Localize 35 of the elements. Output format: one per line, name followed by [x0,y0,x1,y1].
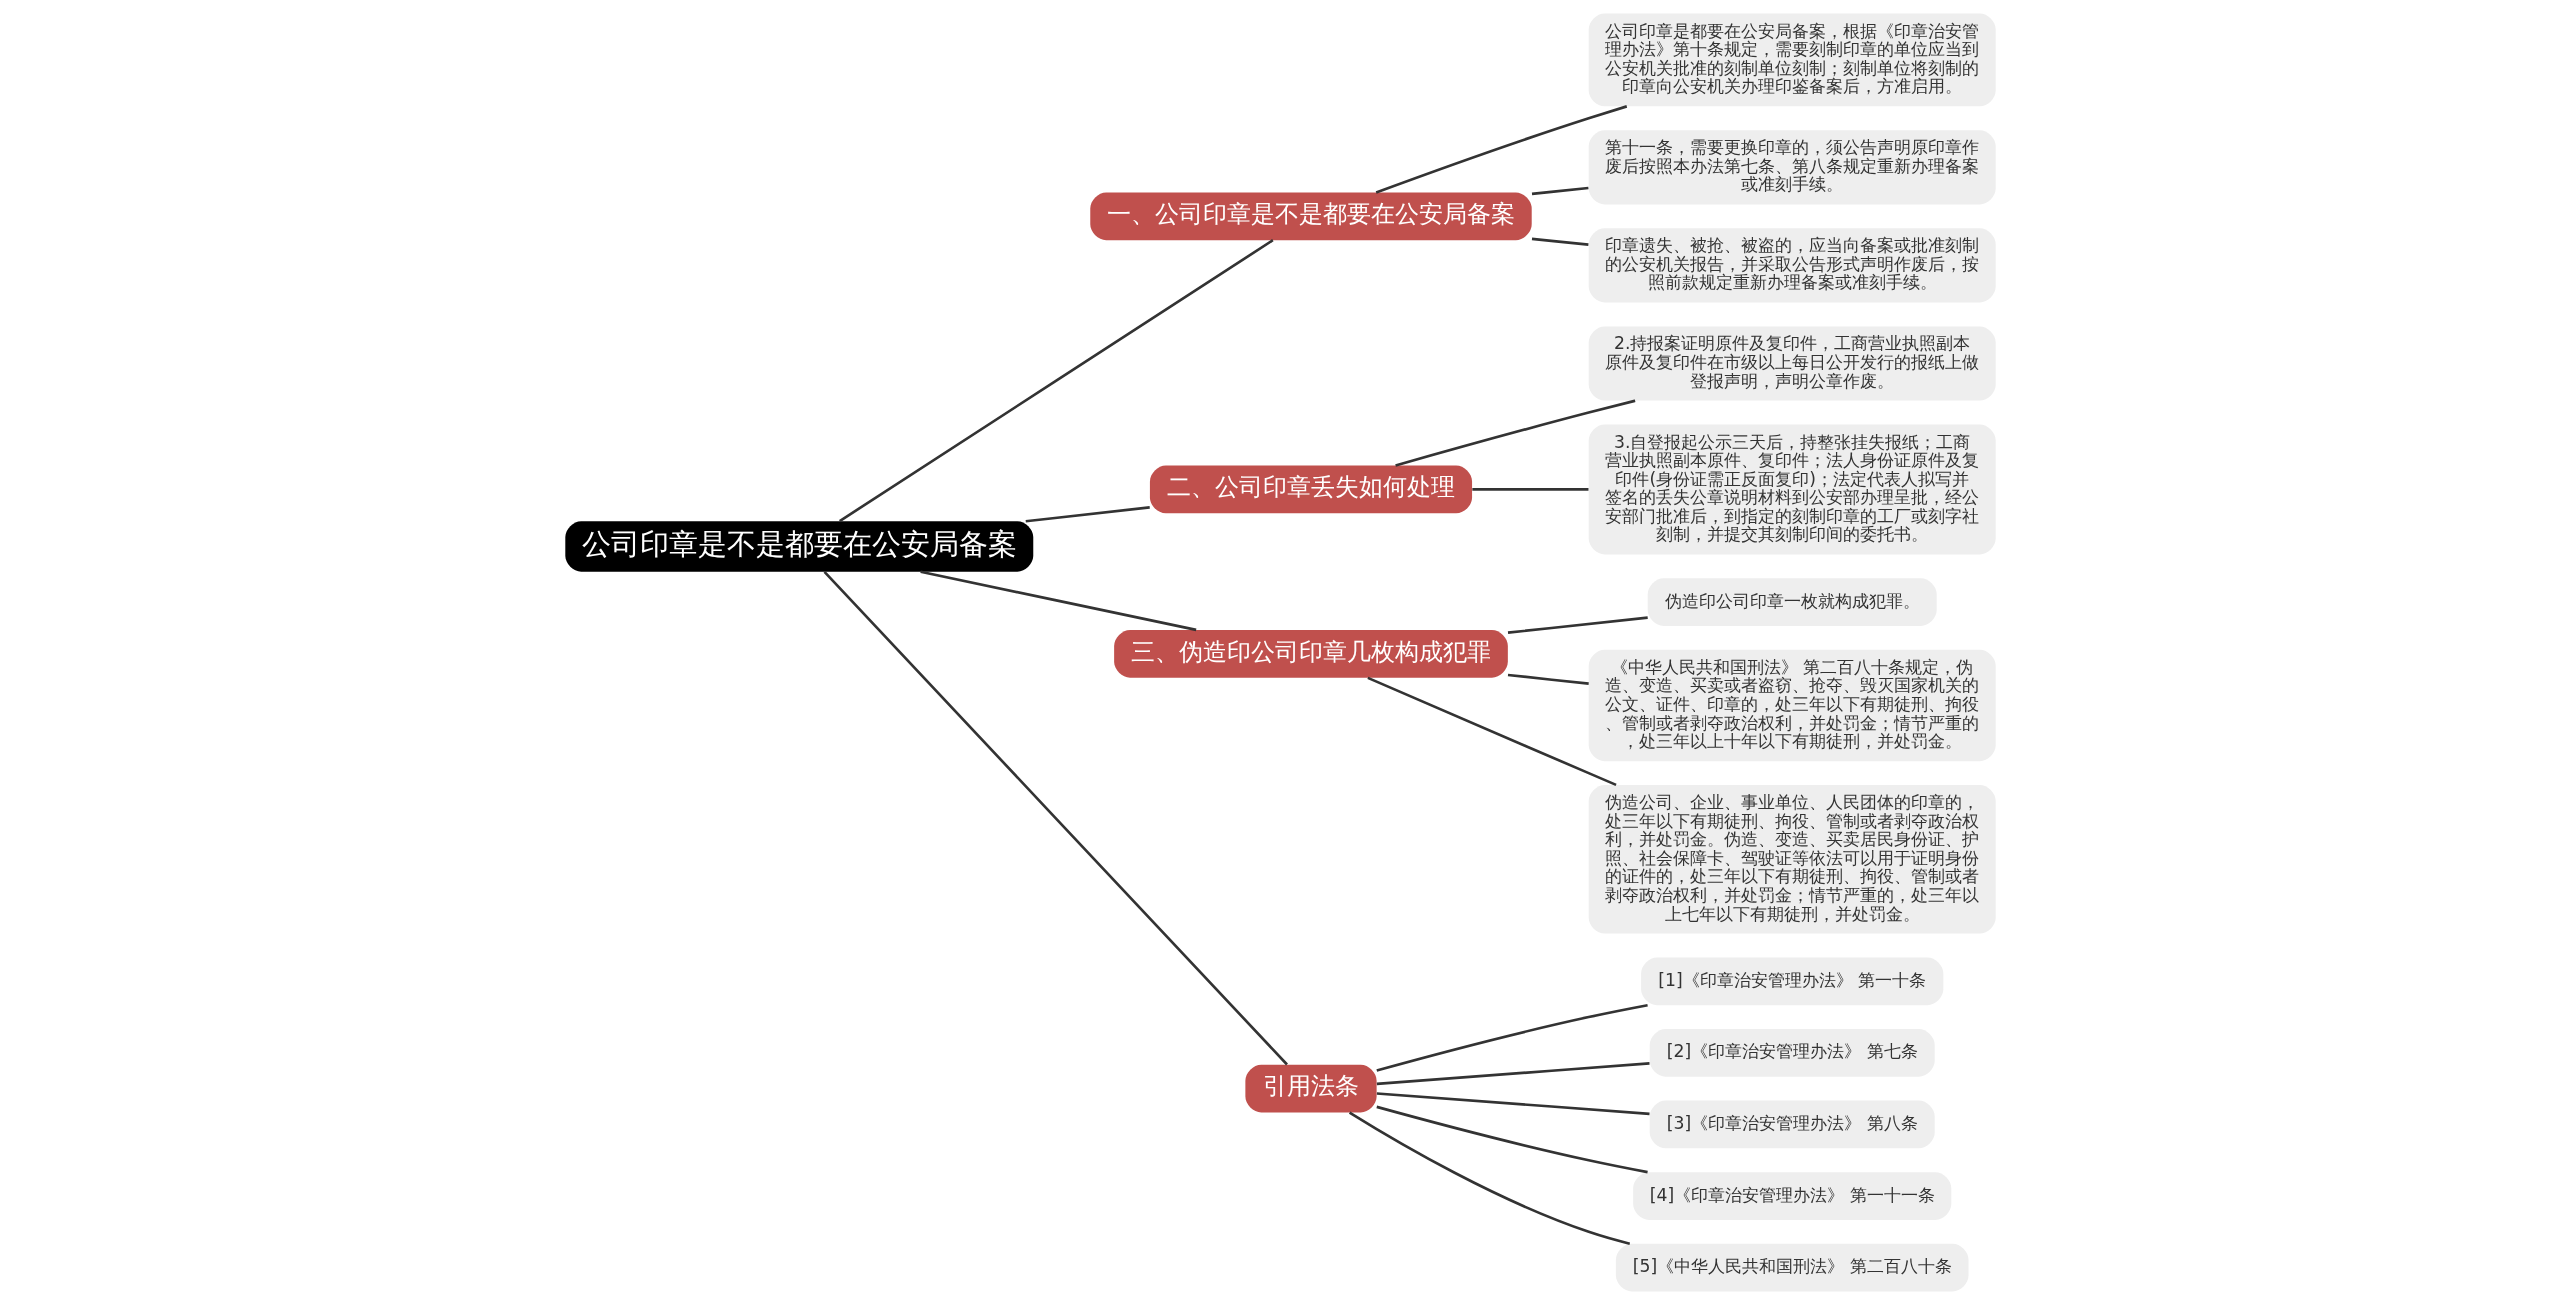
connector [1348,1111,1630,1245]
connector [1375,105,1627,194]
node-box: [3]《印章治安管理办法》 第八条 [1649,1100,1935,1149]
node-box: 2.持报案证明原件及复印件，工商营业执照副本原件及复印件在市级以上每日公开发行的报纸上做登报声明，声明公章作废。 [1588,326,1996,401]
connector [1471,488,1588,491]
node-box: [4]《印章治安管理办法》 第一十一条 [1632,1172,1951,1220]
node-box: [2]《印章治安管理办法》 第七条 [1649,1029,1935,1077]
node-box: 三、伪造印公司印章几枚构成犯罪 [1113,629,1508,678]
connector [823,570,1288,1066]
node-box: 3.自登报起公示三天后，持整张挂失报纸；工商营业执照副本原件、复印件；法人身份证原件及复印件(身份证需正反面复印)；法定代表人拟写并签名的丢失公章说明材料到公安部办理呈批，经公安部门批准后，到指定的刻制印章的工厂或刻字社刻制，并提交其刻制印间的委托书。 [1588,424,1996,555]
node-box: 一、公司印章是不是都要在公安局备案 [1089,192,1532,241]
node-box: 二、公司印章丢失如何处理 [1149,465,1472,514]
node-box: 伪造印公司印章一枚就构成犯罪。 [1647,578,1937,626]
connector [1394,399,1635,467]
connector [1375,1105,1648,1174]
connector [1025,506,1150,523]
node-box: 《中华人民共和国刑法》 第二百八十条规定，伪造、变造、买卖或者盗窃、抢夺、毁灭国家机关的公文、证件、印章的，处三年以下有期徒刑、拘役、管制或者剥夺政治权利，并处罚金；情节严重的，处三年以上十年以下有期徒刑，并处罚金。 [1588,649,1996,762]
node-box: 第十一条，需要更换印章的，须公告声明原印章作废后按照本办法第七条、第八条规定重新办理备案或准刻手续。 [1588,130,1996,205]
node-box: 引用法条 [1244,1064,1377,1113]
connector [1507,673,1589,685]
connector [1376,1092,1650,1116]
node-box: 公司印章是都要在公安局备案，根据《印章治安管理办法》第十条规定，需要刻制印章的单位应当到公安机关批准的刻制单位刻制；刻制单位将刻制的印章向公安机关办理印鉴备案后，方准启用。 [1588,13,1996,107]
node-box: 公司印章是不是都要在公安局备案 [564,521,1033,572]
connector [1531,186,1589,196]
connector [1531,237,1589,246]
node-box: 伪造公司、企业、事业单位、人民团体的印章的，处三年以下有期徒刑、拘役、管制或者剥夺政治权利，并处罚金。伪造、变造、买卖居民身份证、护照、社会保障卡、驾驶证等依法可以用于证明身份的证件的，处三年以下有期徒刑、拘役、管制或者剥夺政治权利，并处罚金；情节严重的，处三年以上七年以下有期徒刑，并处罚金。 [1588,785,1996,934]
connector [919,570,1196,632]
connector [1375,1003,1648,1072]
connector [838,239,1274,523]
connector [1376,1062,1650,1086]
node-box: [1]《印章治安管理办法》 第一十条 [1640,957,1943,1006]
connector [1507,616,1648,634]
node-box: [5]《中华人民共和国刑法》 第二百八十条 [1615,1243,1968,1292]
node-box: 印章遗失、被抢、被盗的，应当向备案或批准刻制的公安机关报告，并采取公告形式声明作废后，按照前款规定重新办理备案或准刻手续。 [1588,228,1996,303]
connector [1366,676,1617,787]
